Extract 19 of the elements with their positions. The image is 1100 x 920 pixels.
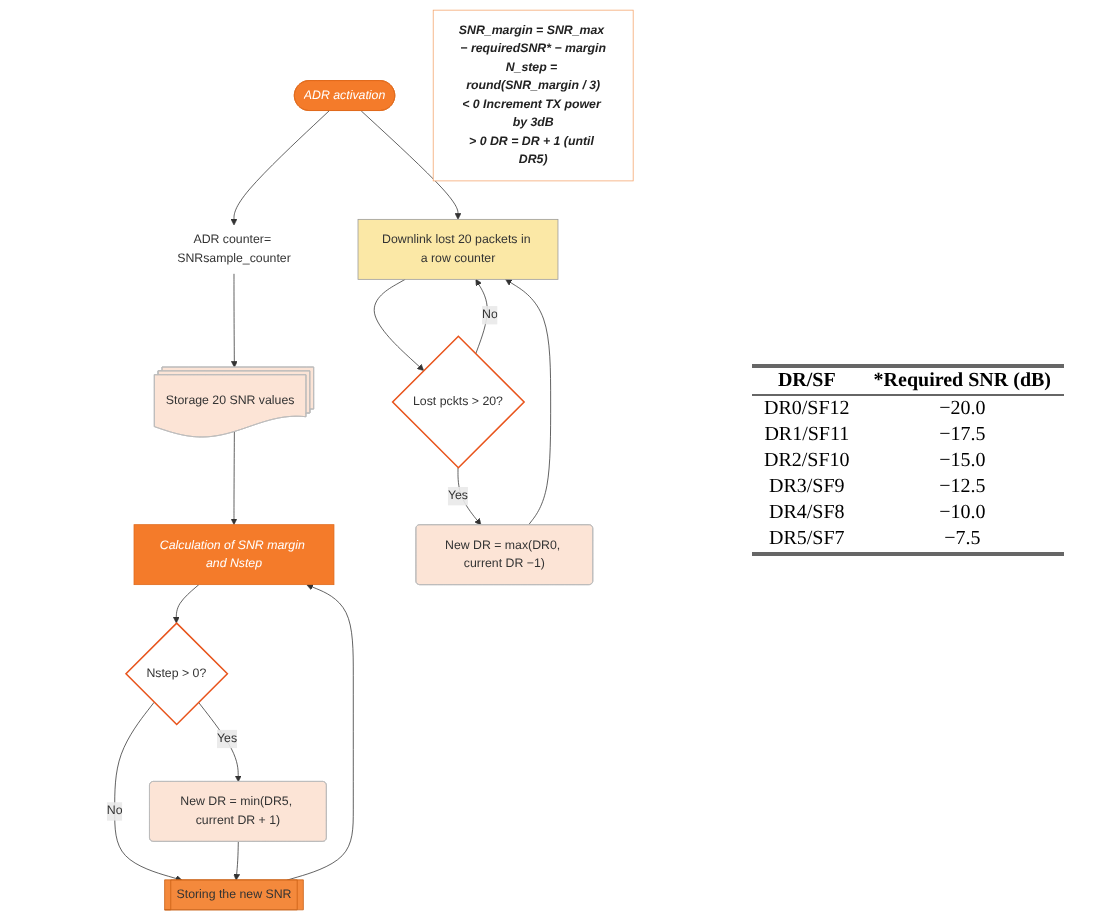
table-cell-text: −10.0 — [937, 500, 988, 526]
table-header: DR/SF — [752, 366, 862, 395]
node-diamond — [391, 335, 526, 469]
node-box — [432, 9, 634, 182]
table-cell: −20.0 — [861, 395, 1064, 422]
table-cell: DR0/SF12 — [752, 395, 862, 422]
node-box — [133, 524, 335, 586]
node-diamond — [124, 622, 229, 726]
node-box — [357, 218, 559, 280]
table-cell-text: DR4/SF8 — [767, 500, 847, 526]
table-cell-text: DR1/SF11 — [762, 422, 852, 448]
table-cell-text: −17.5 — [937, 422, 988, 448]
table-cell: −7.5 — [861, 526, 1064, 554]
table-cell: DR5/SF7 — [752, 526, 862, 554]
table-cell-text: DR3/SF9 — [767, 474, 847, 500]
table-cell-text: −15.0 — [937, 448, 988, 474]
table-cell-text: −12.5 — [937, 474, 988, 500]
table-header: *Required SNR (dB) — [861, 366, 1064, 395]
table-cell-text: DR2/SF10 — [762, 448, 852, 474]
